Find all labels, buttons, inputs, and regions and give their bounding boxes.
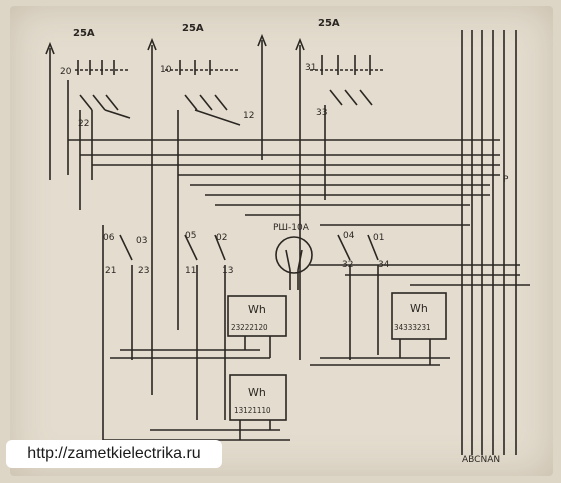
meter-2-title: Wh [410,302,428,315]
breaker-2-out: 12 [243,111,254,121]
switch-02: 02 [216,233,227,243]
breaker-3 [299,45,385,360]
switch-34: 34 [378,260,390,270]
switch-06: 06 [103,233,115,243]
meter-3-box [229,374,287,421]
meter-1-terminals: 23222120 [231,323,268,332]
meter-2-box [391,292,447,340]
arrows [45,33,305,55]
breaker-1 [49,48,131,210]
bus-label: ABCNAN [462,455,500,465]
switch-01: 01 [373,233,384,243]
relay-label: Р [503,175,509,185]
breaker-3-rating: 25A [318,18,340,29]
switch-32: 32 [342,260,353,270]
meter-3-terminals: 13121110 [234,406,271,415]
watermark-url[interactable]: http://zametkielectrika.ru [6,440,222,468]
meter-leads [103,336,450,441]
breaker-1-out: 22 [78,119,89,129]
meter-3-title: Wh [248,386,266,399]
switch-04: 04 [343,231,355,241]
switch-05: 05 [185,231,196,241]
switch-21: 21 [105,266,116,276]
bus-bars [461,30,517,455]
switch-11: 11 [185,266,196,276]
meter-1-title: Wh [248,303,266,316]
breaker-1-rating: 25A [73,28,95,39]
switch-group [102,225,379,440]
meter-2-terminals: 34333231 [394,323,431,332]
socket-rsh10a [275,236,313,290]
breaker-3-out: 33 [316,108,327,118]
breaker-1-in: 20 [60,67,72,77]
socket-label: РШ-10А [273,223,310,233]
breaker-3-in: 31 [305,63,316,73]
meter-1-box [227,295,287,337]
breaker-2-rating: 25A [182,23,204,34]
switch-03: 03 [136,236,147,246]
distribution-wires [68,139,530,286]
switch-23: 23 [138,266,149,276]
breaker-2-in: 10 [160,65,172,75]
switch-13: 13 [222,266,233,276]
